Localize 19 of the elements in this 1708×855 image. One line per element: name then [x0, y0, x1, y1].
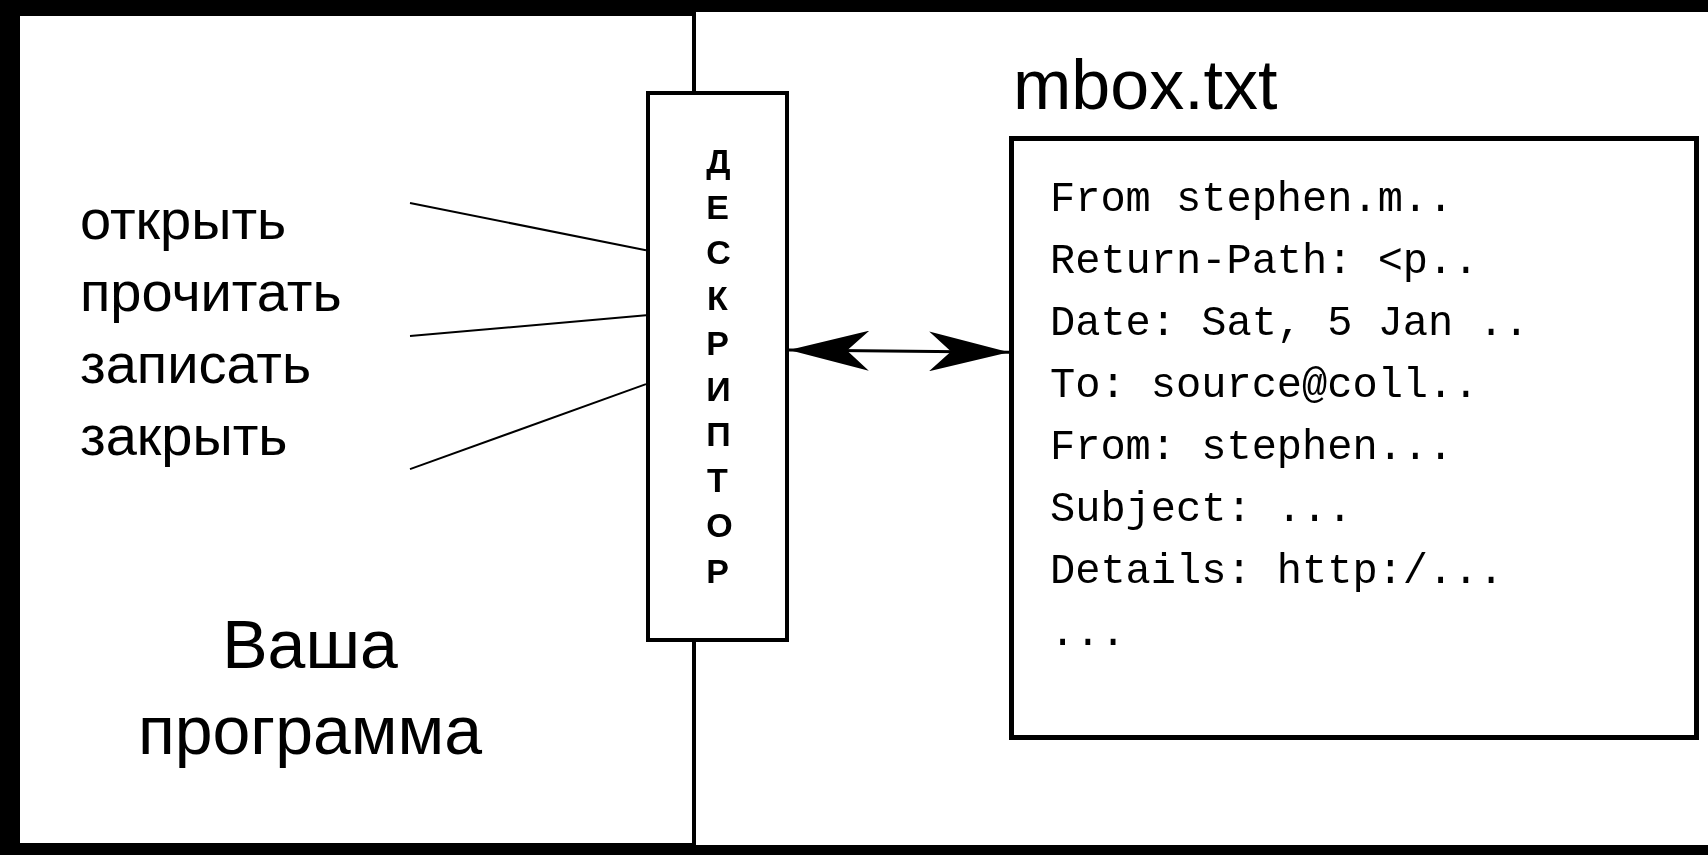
file-line: Subject: ... [1050, 485, 1353, 536]
connector-line [409, 314, 647, 338]
connector-line [409, 383, 647, 471]
descriptor-box [646, 91, 789, 642]
connector-line [409, 202, 647, 252]
file-line: To: source@coll.. [1050, 361, 1479, 412]
file-line: Date: Sat, 5 Jan .. [1050, 299, 1529, 350]
program-label: Ваша программа [136, 605, 484, 770]
file-line: Details: http:/... [1050, 547, 1504, 598]
file-line: ... [1050, 609, 1126, 660]
operation-label: записать [80, 331, 312, 397]
operation-label: открыть [80, 187, 287, 253]
operation-label: закрыть [80, 403, 288, 469]
double-arrow [789, 330, 1009, 372]
file-line: From: stephen... [1050, 423, 1454, 474]
file-line: Return-Path: <p.. [1050, 237, 1479, 288]
file-line: From stephen.m.. [1050, 175, 1454, 226]
file-name: mbox.txt [1013, 45, 1278, 126]
operation-label: прочитать [80, 259, 342, 325]
